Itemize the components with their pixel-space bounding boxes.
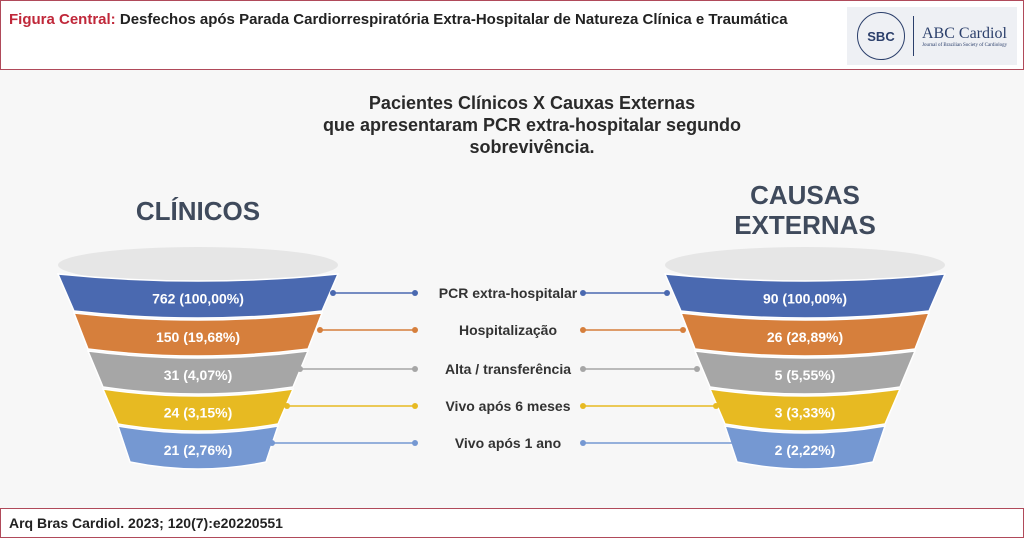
connector-dot [580, 440, 586, 446]
connector-dot [664, 290, 670, 296]
connector-dot [732, 440, 738, 446]
connector-dot [412, 403, 418, 409]
stage-label: Hospitalização [459, 322, 557, 338]
connector-dot [284, 403, 290, 409]
connector-dot [412, 440, 418, 446]
funnel-band [723, 425, 887, 470]
band-value-label: 24 (3,15%) [164, 405, 232, 421]
chart-subtitle: Pacientes Clínicos X Cauxas Externas que… [322, 93, 742, 157]
connector-dot [580, 327, 586, 333]
funnel-band [72, 312, 324, 357]
brand-name: ABC Cardiol [922, 24, 1007, 42]
band-value-label: 21 (2,76%) [164, 442, 232, 458]
funnel-band [708, 388, 902, 432]
stage-label: Vivo após 6 meses [445, 398, 570, 414]
band-value-label: 5 (5,55%) [775, 367, 836, 383]
band-value-label: 26 (28,89%) [767, 329, 843, 345]
band-value-label: 150 (19,68%) [156, 329, 240, 345]
connector-dot [269, 440, 275, 446]
funnel-band [679, 312, 931, 357]
connector-dot [412, 290, 418, 296]
connector-dot [580, 403, 586, 409]
sbc-seal-logo: SBC [857, 12, 905, 60]
stage-label: Alta / transferência [445, 361, 571, 377]
funnel-causas-externas: 90 (100,00%) 26 (28,89%) 5 (5,55%) 3 (3,33%… [663, 247, 947, 470]
connector-dot [317, 327, 323, 333]
connector-dot [412, 366, 418, 372]
connector-dot [580, 290, 586, 296]
stage-label: PCR extra-hospitalar [439, 285, 578, 301]
funnel-band [693, 350, 917, 395]
funnel-rim [58, 247, 338, 283]
connector-dot [330, 290, 336, 296]
logo-divider [913, 16, 914, 56]
figure-title: Figura Central: Desfechos após Parada Ca… [9, 11, 788, 28]
connector-dot [680, 327, 686, 333]
funnel-band [663, 273, 947, 319]
connector-dot [412, 327, 418, 333]
stage-label: Vivo após 1 ano [455, 435, 561, 451]
funnel-heading-clinicos: CLÍNICOS [135, 196, 261, 226]
funnel-heading-causas-externas: CAUSAS EXTERNAS [734, 180, 876, 240]
band-value-label: 762 (100,00%) [152, 291, 244, 307]
citation-footer: Arq Bras Cardiol. 2023; 120(7):e20220551 [0, 508, 1024, 538]
connector-dot [694, 366, 700, 372]
connector-dot [580, 366, 586, 372]
funnel-band [56, 273, 340, 319]
band-value-label: 2 (2,22%) [775, 442, 836, 458]
funnel-rim [665, 247, 945, 283]
band-value-label: 3 (3,33%) [775, 405, 836, 421]
connector-dot [297, 366, 303, 372]
funnel-clinicos: 762 (100,00%) 150 (19,68%) 31 (4,07%) 24 (3… [56, 247, 340, 470]
header: Figura Central: Desfechos após Parada Ca… [0, 0, 1024, 70]
brand-subtitle: Journal of Brazilian Society of Cardiolo… [922, 42, 1008, 48]
band-value-label: 90 (100,00%) [763, 291, 847, 307]
band-value-label: 31 (4,07%) [164, 367, 232, 383]
connector-dot [713, 403, 719, 409]
